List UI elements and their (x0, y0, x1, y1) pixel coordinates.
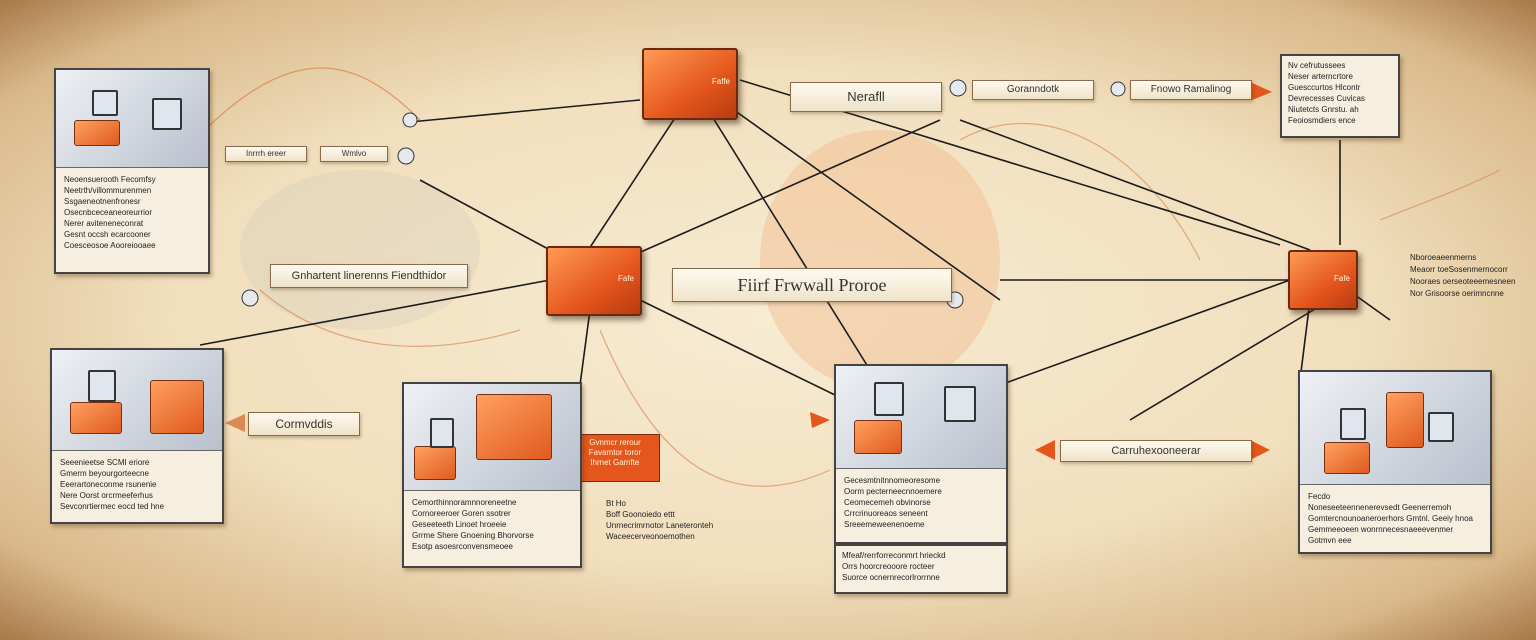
firewall-cube-right: Fafe (1288, 250, 1358, 310)
firewall-cube-mid: Fafe (546, 246, 642, 316)
banner-small-left: Cormvddis (248, 412, 360, 436)
banner-main: Fiirf Frwwall Proroe (672, 268, 952, 302)
chip-topleft-a: Inrrrh ereer (225, 146, 307, 162)
banner-top-right-b: Fnowo Ramalinog (1130, 80, 1252, 100)
text-box-bottom: Mfeaf/rerrforreconmrt hrieckd Orrs hoorc… (834, 544, 1008, 594)
text-block-mid: Bt Ho Boff Goonoiedo ettt Unrnecrimrnoto… (606, 499, 714, 541)
banner-left: Gnhartent linerenns Fiendthidor (270, 264, 468, 288)
device-panel-4: Gecesmtnitnnomeoresome Oorm pecterneecnn… (834, 364, 1008, 544)
top-right-note: Nv cefrutussees Neser arterncrtore Guesc… (1280, 54, 1400, 138)
chip-topleft-b: Wmlvo (320, 146, 388, 162)
device-panel-1: Neoensuerooth Fecomfsy Neetrth/villommur… (54, 68, 210, 274)
banner-top: Nerafll (790, 82, 942, 112)
banner-right-mid: Carruhexooneerar (1060, 440, 1252, 462)
firewall-cube-top: Faffe (642, 48, 738, 120)
device-panel-2: Seeenieetse SCMI eriore Gmerm beyourgort… (50, 348, 224, 524)
red-tag: Gvnmcr rerour Favamtor toror lhrnet Gamf… (570, 434, 660, 482)
device-panel-3: Cemorthinnoramnnoreneetne Cornoreeroer G… (402, 382, 582, 568)
device-panel-5: Fecdo Noneseeteennenerevsedt Geenerremoh… (1298, 370, 1492, 554)
banner-top-right-a: Goranndotk (972, 80, 1094, 100)
text-block-right: Nboroeaeenmerns Meaorr toeSosenmernocorr… (1410, 253, 1516, 298)
